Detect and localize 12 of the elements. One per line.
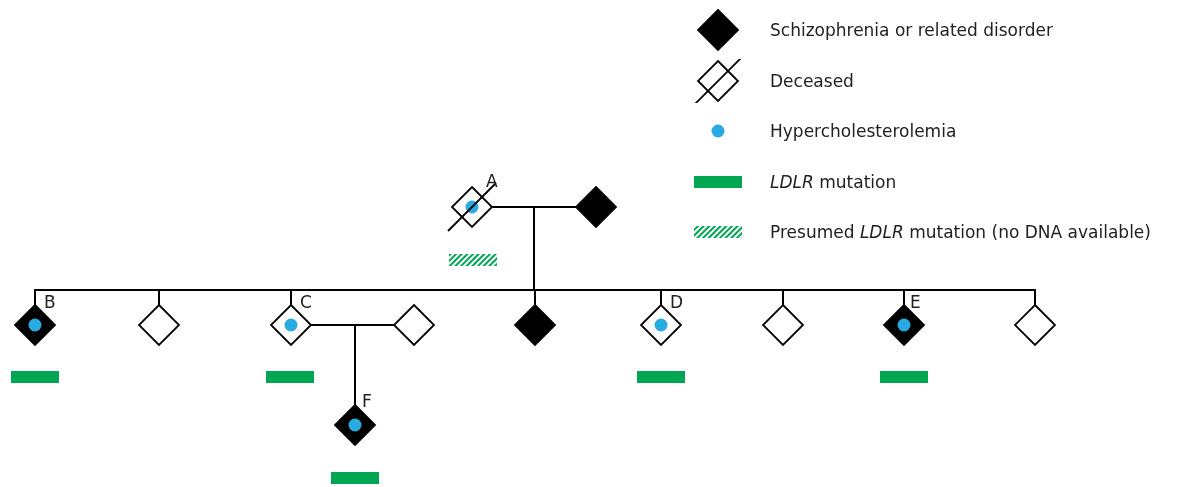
legend-text: Schizophrenia or related disorder: [770, 20, 1053, 40]
legend-text: Hypercholesterolemia: [770, 121, 957, 141]
individual-letter: C: [300, 293, 312, 311]
individual-letter: B: [44, 293, 56, 311]
individual-letter: F: [362, 392, 372, 410]
legend-text: Presumed LDLR mutation (no DNA available): [770, 222, 1151, 242]
individual-letter: E: [910, 293, 921, 311]
pedigree-line: [351, 324, 395, 406]
legend-text: Deceased: [770, 70, 854, 91]
legend-text: LDLR mutation: [770, 171, 897, 192]
individual-letter: D: [670, 293, 684, 311]
individual-letter: A: [486, 172, 498, 190]
